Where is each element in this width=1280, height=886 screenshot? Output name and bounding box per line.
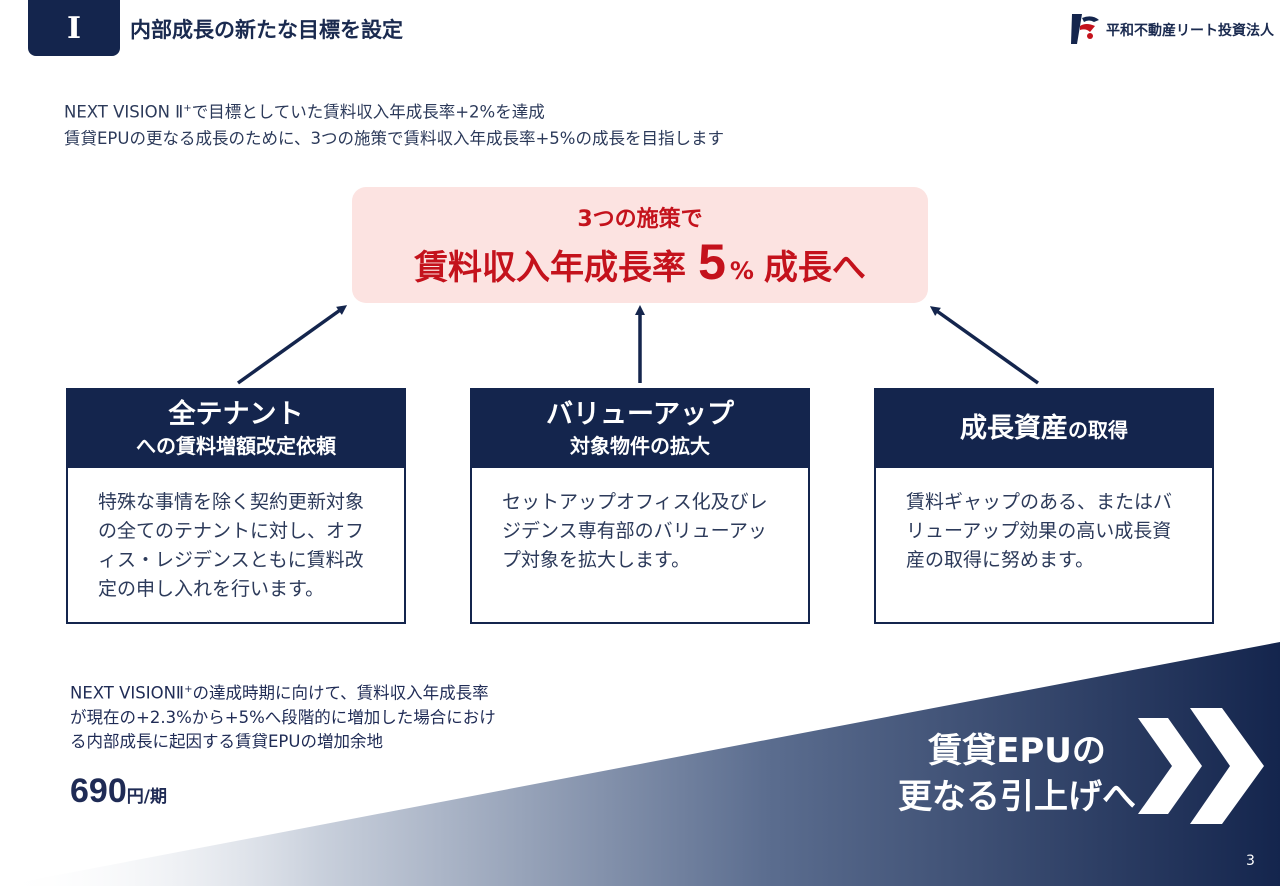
- note-text: NEXT VISIONⅡ+の達成時期に向けて、賃料収入年成長率が現在の+2.3%…: [70, 683, 496, 751]
- card-body: 賃料ギャップのある、またはバリューアップ効果の高い成長資産の取得に努めます。: [906, 491, 1173, 571]
- intro-text: NEXT VISION Ⅱ+で目標としていた賃料収入年成長率+2%を達成 賃貸E…: [64, 96, 724, 152]
- company-logo-icon: [1071, 14, 1099, 44]
- goal-big-number: 5: [698, 234, 726, 290]
- section-number: I: [66, 10, 82, 46]
- card-value-up: バリューアップ 対象物件の拡大 セットアップオフィス化及びレジデンス専有部のバリ…: [470, 388, 810, 624]
- card-body: 特殊な事情を除く契約更新対象の全てのテナントに対し、オフィス・レジデンスともに賃…: [98, 491, 365, 600]
- epu-value: 690円/期: [70, 772, 167, 810]
- goal-line-1: 3つの施策で: [577, 207, 703, 232]
- company-name: 平和不動産リート投資法人: [1106, 23, 1274, 39]
- card-header: 全テナント への賃料増額改定依頼: [68, 390, 404, 468]
- card-growth-assets: 成長資産の取得 賃料ギャップのある、またはバリューアップ効果の高い成長資産の取得…: [874, 388, 1214, 624]
- intro-line-1: NEXT VISION Ⅱ+で目標としていた賃料収入年成長率+2%を達成: [64, 102, 545, 122]
- intro-line-2: 賃貸EPUの更なる成長のために、3つの施策で賃料収入年成長率+5%の成長を目指し…: [64, 128, 724, 148]
- chevron-right-icon: [1138, 708, 1264, 824]
- section-tab: I: [28, 0, 120, 56]
- page-title: 内部成長の新たな目標を設定: [130, 18, 403, 42]
- callout-text: 賃貸EPUの 更なる引上げへ: [898, 731, 1136, 817]
- card-header: バリューアップ 対象物件の拡大: [472, 390, 808, 468]
- card-all-tenants: 全テナント への賃料増額改定依頼 特殊な事情を除く契約更新対象の全てのテナントに…: [66, 388, 406, 624]
- card-body: セットアップオフィス化及びレジデンス専有部のバリューアップ対象を拡大します。: [502, 491, 768, 571]
- page-number: 3: [1246, 853, 1255, 869]
- card-header: 成長資産の取得: [876, 390, 1212, 468]
